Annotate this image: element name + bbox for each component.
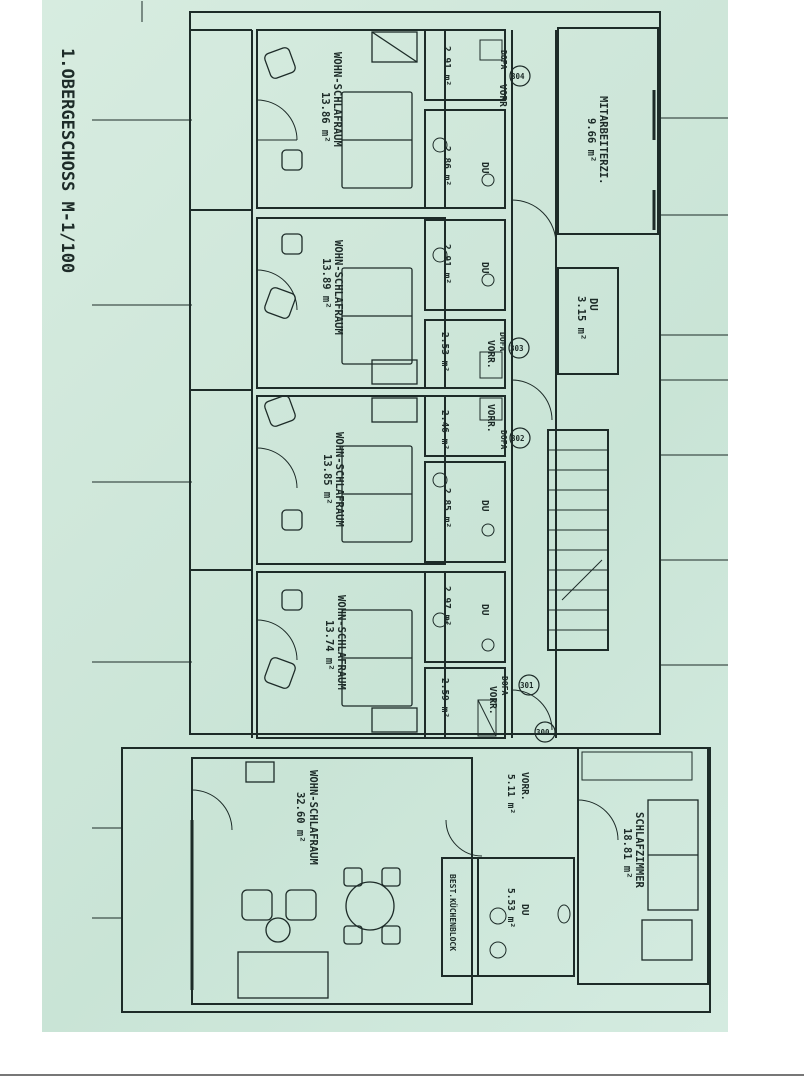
room-label-du-c-name: DU: [479, 500, 490, 512]
dofa-label-4: DOFA: [500, 676, 509, 695]
dofa-label-3: DOFA: [499, 430, 508, 449]
room-label-du-m-name: DU: [587, 298, 599, 311]
room-label-schlaf-name: SCHLAFZIMMER: [633, 812, 645, 889]
room-label-r4-area: 13.74 m²: [323, 620, 335, 671]
room-label-du-e-name: DU: [519, 904, 530, 916]
room-wall-r2: [256, 217, 446, 389]
room-wall-schlaf: [577, 747, 709, 985]
unit-number-302: 302: [511, 434, 525, 443]
room-label-vorr-d-area: 2.59 m²: [439, 678, 450, 718]
room-label-vorr-d-name: VORR.: [487, 686, 498, 715]
room-label-r3-name: WOHN-SCHLAFRAUM: [333, 432, 345, 527]
unit-number-300: 300: [536, 728, 550, 737]
plan-sheet: 1.OBERGESCHOSS M-1/100 WOHN-SCHLAFRAUM 1…: [42, 0, 728, 1032]
plan-title: 1.OBERGESCHOSS M-1/100: [57, 48, 77, 273]
unit-number-303: 303: [510, 344, 524, 353]
outer-wall-lower: [121, 747, 711, 1013]
staircase: [547, 429, 609, 651]
kitchen-label: BEST.KÜCHENBLOCK: [448, 874, 458, 951]
room-label-du-b-area: 2.91 m²: [441, 244, 452, 284]
room-label-du-m-area: 3.15 m²: [575, 296, 587, 340]
room-label-r5-area: 32.60 m²: [294, 792, 306, 843]
room-wall-du-m: [557, 267, 619, 375]
room-label-vorr-a-area: 2.91 m²: [441, 46, 452, 86]
room-label-schlaf-area: 18.81 m²: [621, 828, 633, 879]
room-label-vorr-e-name: VORR.: [519, 772, 530, 801]
floor-plan-drawing: [92, 1, 728, 1013]
room-label-r5-name: WOHN-SCHLAFRAUM: [307, 770, 319, 865]
unit-number-304: 304: [511, 72, 525, 81]
room-label-du-e-area: 5.53 m²: [505, 888, 516, 928]
plan-labels: 1.OBERGESCHOSS M-1/100 WOHN-SCHLAFRAUM 1…: [57, 46, 645, 951]
room-label-vorr-e-area: 5.11 m²: [505, 774, 516, 814]
room-label-vorr-c-name: VORR.: [485, 404, 496, 433]
room-label-vorr-c-area: 2.46 m²: [439, 410, 450, 450]
room-label-vorr-b-area: 2.53 m²: [439, 332, 450, 372]
room-wall-r1: [256, 29, 446, 209]
room-label-vorr-a-name: VORR.: [497, 84, 508, 113]
room-label-du-a-name: DU: [479, 162, 490, 174]
room-label-r3-area: 13.85 m²: [321, 454, 333, 505]
room-label-r1-area: 13.86 m²: [319, 92, 331, 143]
room-label-du-c-area: 2.85 m²: [441, 488, 452, 528]
room-label-du-d-area: 2.97 m²: [441, 586, 452, 626]
room-label-du-b-name: DU: [479, 262, 490, 274]
room-label-du-a-area: 2.86 m²: [441, 146, 452, 186]
dofa-label-2: DOFA: [498, 332, 507, 351]
unit-number-301: 301: [520, 681, 534, 690]
room-wall-mitarbeiter: [557, 27, 659, 235]
page-bottom-rule: [0, 1074, 804, 1076]
room-label-mit-area: 9.66 m²: [585, 118, 597, 162]
room-label-du-d-name: DU: [479, 604, 490, 616]
room-label-vorr-b-name: VORR.: [485, 340, 496, 369]
room-label-r4-name: WOHN-SCHLAFRAUM: [335, 595, 347, 690]
room-label-r2-name: WOHN-SCHLAFRAUM: [332, 240, 344, 335]
room-wall-r3: [256, 395, 446, 565]
room-label-mit-name: MITARBEITERZI.: [597, 96, 609, 185]
room-label-r2-area: 13.89 m²: [320, 258, 332, 309]
room-wall-r4: [256, 571, 446, 739]
dofa-label-1: DOFA: [499, 50, 508, 69]
room-label-r1-name: WOHN-SCHLAFRAUM: [331, 52, 343, 147]
